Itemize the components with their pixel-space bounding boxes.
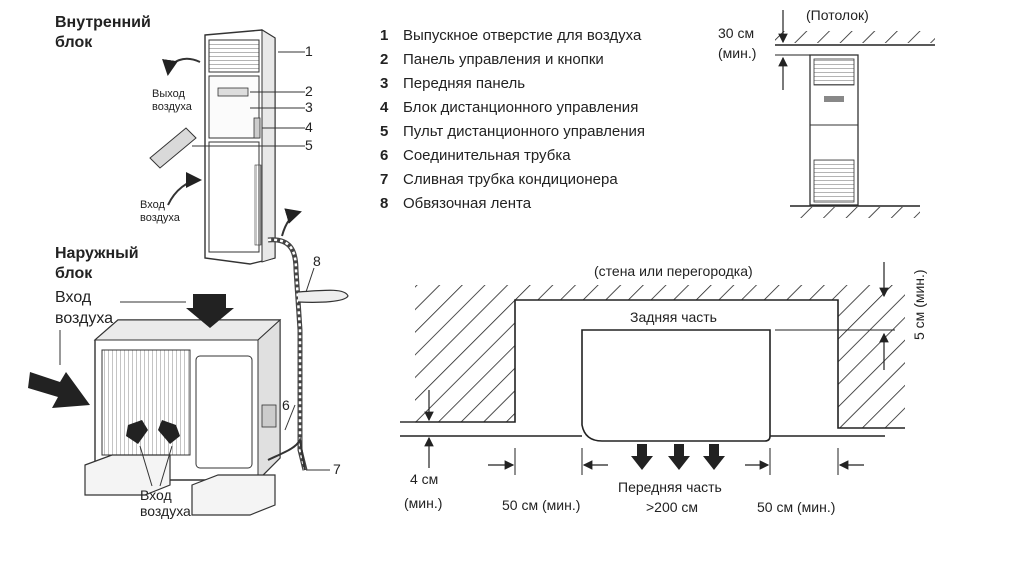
left-gap-min: (мин.) (404, 495, 442, 511)
part-number-1: 1 (305, 43, 313, 59)
indoor-air-in-line2: воздуха (140, 212, 181, 224)
left-gap-value: 4 см (410, 471, 438, 487)
legend-text: Выпускное отверстие для воздуха (403, 27, 642, 44)
legend-text: Обвязочная лента (403, 195, 532, 212)
side-view-clearance-diagram (775, 10, 935, 218)
side-gap-right: 50 см (мин.) (757, 499, 835, 515)
ceiling-gap-value: 30 см (718, 25, 754, 41)
part-number-2: 2 (305, 83, 313, 99)
legend-text: Соединительная трубка (403, 147, 571, 164)
indoor-air-out-line1: Выход (152, 88, 185, 100)
legend-text: Панель управления и кнопки (403, 51, 604, 68)
part-number-6: 6 (282, 397, 290, 413)
indoor-unit-illustration (149, 29, 349, 471)
legend-num: 6 (380, 147, 388, 164)
indoor-title-line1: Внутренний (55, 14, 151, 31)
top-view-clearance-diagram (400, 262, 905, 475)
parts-legend: 1 Выпускное отверстие для воздуха 2 Пане… (380, 27, 645, 212)
part-number-5: 5 (305, 137, 313, 153)
outdoor-unit-illustration (28, 294, 330, 516)
indoor-title-line2: блок (55, 34, 93, 51)
indoor-air-out-line2: воздуха (152, 101, 193, 113)
ceiling-label: (Потолок) (806, 7, 869, 23)
outdoor-air-in-bottom-line2: воздуха (140, 503, 191, 519)
outdoor-air-in-bottom-line1: Вход (140, 487, 172, 503)
legend-num: 5 (380, 123, 388, 140)
front-clearance-value: >200 см (646, 499, 698, 515)
part-number-3: 3 (305, 99, 313, 115)
part-number-4: 4 (305, 119, 313, 135)
outdoor-air-in-top-line2: воздуха (55, 310, 113, 327)
legend-num: 3 (380, 75, 388, 92)
legend-text: Блок дистанционного управления (403, 99, 638, 116)
legend-num: 1 (380, 27, 388, 44)
part-number-7: 7 (333, 461, 341, 477)
side-gap-left: 50 см (мин.) (502, 497, 580, 513)
wall-label: (стена или перегородка) (594, 263, 753, 279)
legend-num: 2 (380, 51, 388, 68)
legend-num: 8 (380, 195, 388, 212)
indoor-air-in-line1: Вход (140, 199, 165, 211)
outdoor-title-line2: блок (55, 265, 93, 282)
legend-text: Пульт дистанционного управления (403, 123, 645, 140)
legend-text: Сливная трубка кондиционера (403, 171, 618, 188)
part-number-8: 8 (313, 253, 321, 269)
outdoor-title-line1: Наружный (55, 245, 139, 262)
outdoor-air-in-top-line1: Вход (55, 289, 92, 306)
legend-text: Передняя панель (403, 75, 525, 92)
legend-num: 7 (380, 171, 388, 188)
back-side-label: Задняя часть (630, 309, 717, 325)
front-side-label: Передняя часть (618, 479, 722, 495)
legend-num: 4 (380, 99, 389, 116)
ceiling-gap-min: (мин.) (718, 45, 756, 61)
back-gap-value: 5 см (мин.) (911, 269, 927, 340)
